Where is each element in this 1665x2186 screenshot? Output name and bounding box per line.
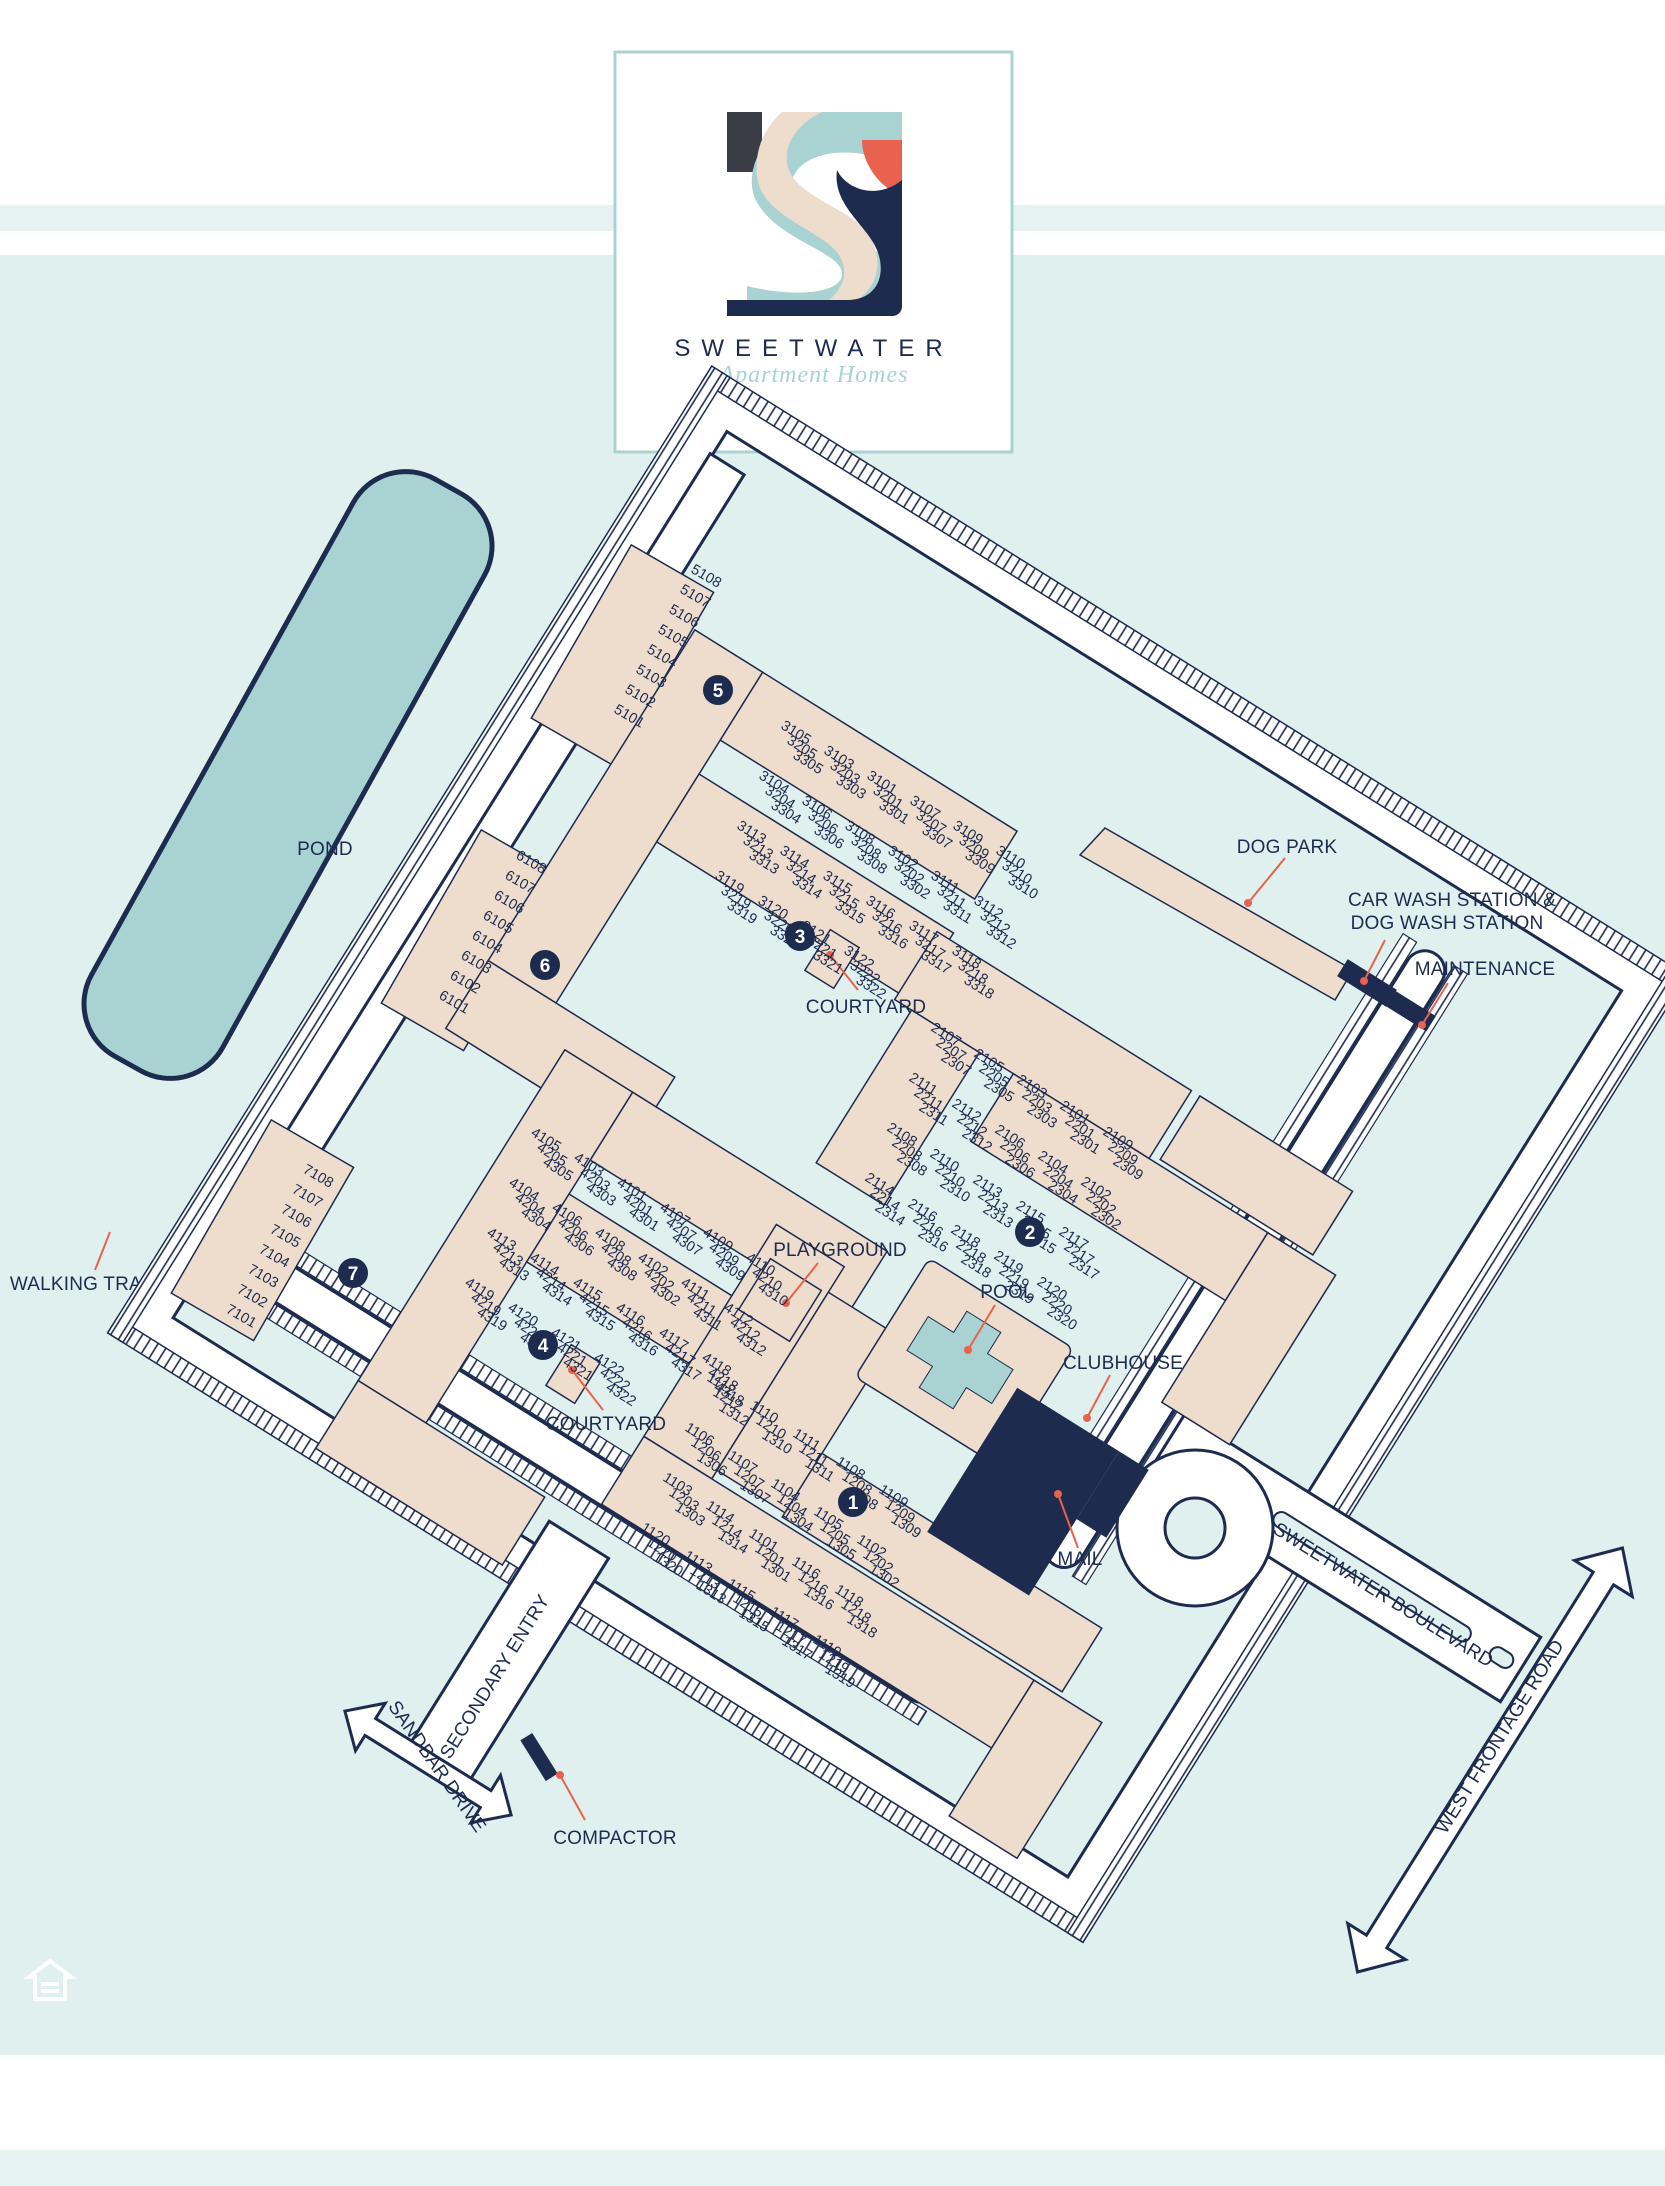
building-number: 6 [540,956,551,977]
compactor [520,1732,558,1782]
building-marker [838,1487,868,1517]
clubhouse [927,1387,1149,1596]
maintenance-label: MAINTENANCE [1415,959,1556,980]
brand-tagline: Apartment Homes [718,362,909,388]
building-number: 4 [538,1336,549,1357]
pond [81,469,495,1081]
pond-label: POND [297,839,353,860]
playground-label: PLAYGROUND [773,1240,907,1261]
building-marker [703,675,733,705]
playground [737,1257,823,1343]
sweetwater-logo [727,112,902,317]
car-wash-label-1: CAR WASH STATION & [1348,890,1556,911]
buildings [170,543,1354,1860]
courtyard-4-label: COURTYARD [546,1414,666,1435]
dog-park-label: DOG PARK [1237,837,1338,858]
sandbar-drive-arrow [343,1701,513,1825]
building-marker [528,1330,558,1360]
building-number: 2 [1025,1223,1036,1244]
courtyard-3-label: COURTYARD [806,997,926,1018]
building-marker [338,1258,368,1288]
brand-name: SWEETWATER [674,335,953,362]
west-frontage-road-arrow [1345,1546,1635,1974]
pool-label: POOL [980,1282,1034,1303]
building-number: 5 [713,681,724,702]
compactor-label: COMPACTOR [553,1828,677,1849]
mail-label: MAIL [1057,1549,1102,1570]
building-number: 1 [848,1493,859,1514]
building-marker [785,921,815,951]
car-wash-label-2: DOG WASH STATION [1351,913,1544,934]
maintenance-building [1382,988,1436,1032]
dog-park [1078,827,1355,1002]
building-marker [530,950,560,980]
building-7 [170,1118,355,1342]
walking-trail-pointer [94,1231,111,1271]
logo-card: SWEETWATER Apartment Homes [613,50,1014,454]
walking-trail-label: WALKING TRAIL [10,1274,158,1295]
equal-housing-icon [23,1955,77,2005]
building-marker [1015,1217,1045,1247]
clubhouse-label: CLUBHOUSE [1063,1353,1183,1374]
building-number: 7 [348,1264,359,1285]
courtyard-4 [544,1343,602,1405]
building-number-markers: 1 2 3 4 5 6 7 [338,675,1045,1517]
building-number: 3 [795,927,806,948]
building-2 [815,930,1354,1446]
